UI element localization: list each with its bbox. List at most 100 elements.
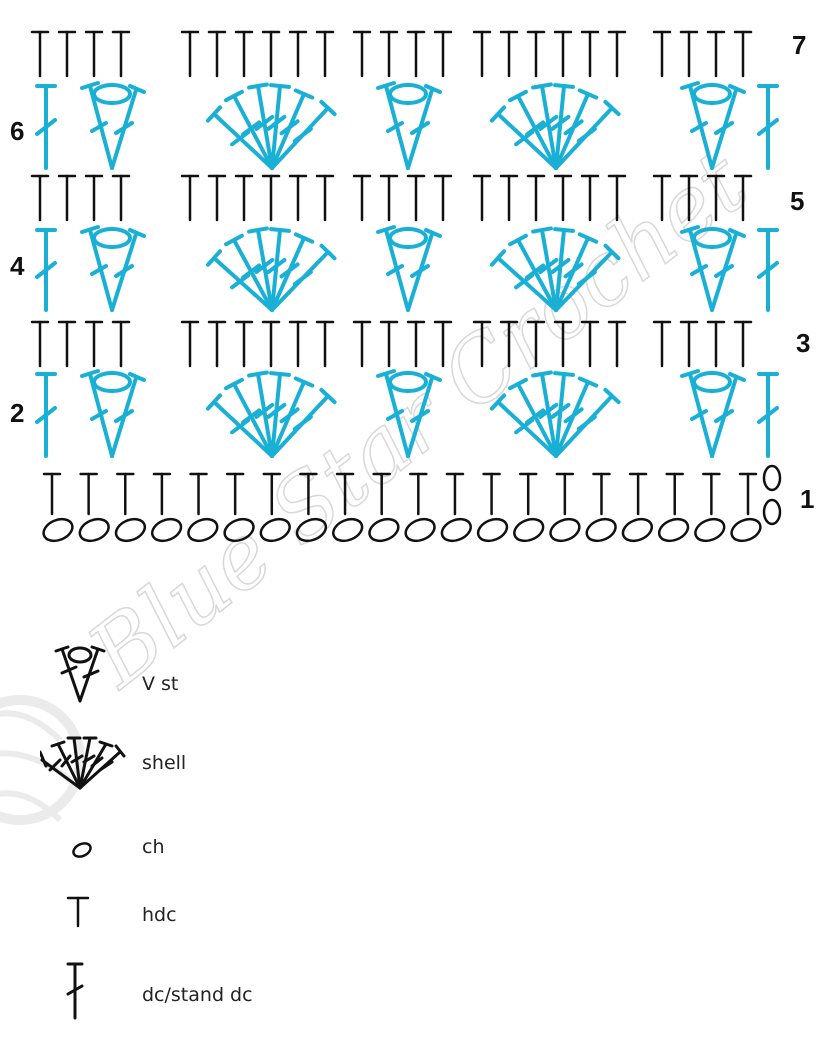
hdc-stitch [526,30,546,78]
v-st-stitch [376,81,442,170]
row-number-4: 4 [10,251,25,281]
hdc-stitch [733,174,753,222]
hdc-icon [66,896,90,928]
legend-item-v-st: V st [30,643,530,703]
hdc-stitch [57,174,77,222]
shell-stitch [205,226,337,312]
chain-stitch [549,517,581,543]
hdc-stitch [111,320,131,368]
hdc-stitch [315,320,335,368]
chain-stitch [332,517,364,543]
v-st-stitch [80,225,146,312]
chain-stitch [476,517,509,543]
legend-label-hdc: hdc [142,904,177,926]
hdc-stitch [706,174,726,222]
chain-stitch [585,517,617,543]
crochet-chart [30,30,782,543]
hdc-rows [30,30,758,516]
hdc-stitch [518,472,538,516]
legend-item-hdc: hdc [30,894,530,954]
chain-stitch [368,517,400,543]
chain-stitch [404,517,436,543]
row-number-1: 1 [800,484,815,514]
chain-stitch [694,517,726,543]
hdc-stitch [315,30,335,78]
hdc-stitch [84,30,104,78]
hdc-stitch [472,320,492,368]
legend-item-shell: shell [30,730,530,790]
row-number-6: 6 [10,116,25,146]
legend-label-v-st: V st [142,673,179,695]
legend-label-dc: dc/stand dc [142,984,253,1006]
hdc-stitch [406,174,426,222]
hdc-stitch [234,174,254,222]
dc-stitch [757,228,779,312]
turning-chain [762,464,782,492]
row-number-2: 2 [10,398,25,428]
hdc-stitch [652,320,672,368]
hdc-row [30,320,753,368]
chain-stitch [730,517,762,543]
hdc-stitch [372,472,391,516]
hdc-stitch [499,174,519,222]
hdc-stitch [288,174,308,222]
hdc-stitch [180,320,200,368]
hdc-stitch [335,472,355,516]
hdc-stitch [406,320,426,368]
hdc-stitch [526,320,546,368]
hdc-stitch [261,320,281,368]
hdc-stitch [261,30,281,78]
hdc-stitch [433,30,453,78]
hdc-stitch [352,30,372,78]
hdc-stitch [315,174,335,222]
hdc-stitch [352,320,372,368]
v-st-stitch [376,369,442,458]
hdc-stitch [526,174,546,222]
hdc-stitch [352,174,372,222]
hdc-stitch [665,472,684,516]
hdc-stitch [79,472,98,516]
blue-row [35,225,779,312]
hdc-stitch [57,320,77,368]
hdc-stitch [288,30,308,78]
turning-chain [762,498,782,526]
v-st-stitch [680,225,746,312]
chain-stitch [295,517,328,543]
hdc-stitch [592,472,611,516]
hdc-stitch [499,30,519,78]
v-st-stitch [80,369,146,458]
row-number-3: 3 [796,328,811,358]
foundation-chain-row [42,517,762,543]
chain-stitch [440,517,472,543]
hdc-stitch [299,472,318,516]
hdc-stitch [628,472,648,516]
shell-stitch [205,370,337,458]
row-number-5: 5 [790,186,805,216]
v-st-stitch [376,225,442,312]
chain-stitch [513,517,545,543]
hdc-stitch [288,320,308,368]
hdc-stitch [580,174,600,222]
hdc-stitch [706,320,726,368]
hdc-stitch [499,320,519,368]
hdc-stitch [111,30,131,78]
hdc-stitch [379,174,399,222]
hdc-stitch [42,472,62,516]
chain-stitch [150,517,183,543]
hdc-stitch [555,472,575,516]
hdc-stitch [679,320,699,368]
chain-stitch [657,517,690,543]
hdc-stitch [207,30,227,78]
hdc-stitch [409,472,428,516]
blue-row [35,81,779,170]
hdc-row [30,174,753,222]
hdc-stitch [445,472,465,516]
v-st-stitch [680,369,746,458]
dc-stitch [35,228,57,312]
hdc-stitch [607,174,627,222]
hdc-stitch [607,320,627,368]
hdc-stitch [553,30,573,78]
turning-chains [762,464,782,526]
hdc-stitch [553,174,573,222]
hdc-stitch [180,174,200,222]
